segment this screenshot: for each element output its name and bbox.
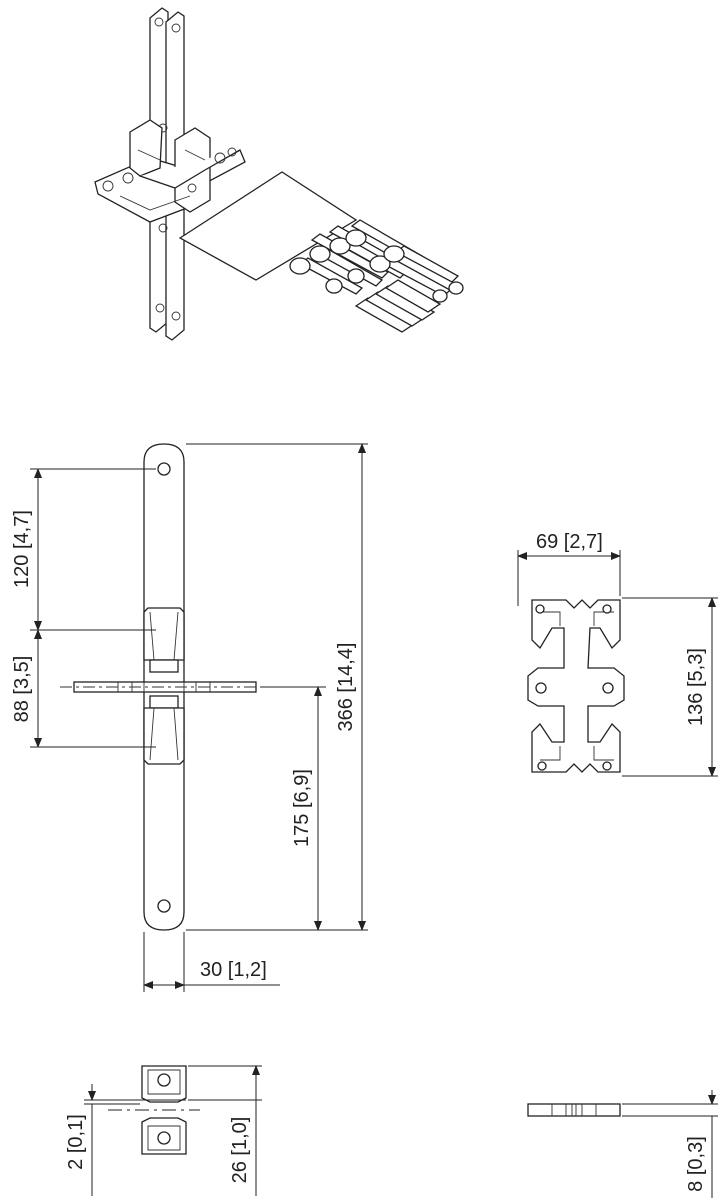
dim-8-mm: 8	[685, 1181, 707, 1192]
clamp-hole-br	[602, 761, 612, 771]
clamp-hole-tl	[535, 604, 545, 614]
svg-text:366 [14,4]: 366 [14,4]	[335, 643, 357, 732]
clamp-view: 69 [2,7] 136 [5,3]	[517, 531, 718, 777]
dim-69-mm: 69	[536, 531, 558, 553]
svg-text:26 [1,0]: 26 [1,0]	[229, 1117, 251, 1184]
svg-text:69 [2,7]: 69 [2,7]	[536, 531, 603, 553]
dim-88-mm: 88	[11, 700, 33, 722]
dim-30-mm: 30	[200, 959, 222, 981]
dim-175-inch: 6,9	[291, 775, 313, 803]
dim-2-inch: 0,1	[65, 1120, 87, 1148]
dim-120-mm: 120	[11, 555, 33, 588]
plate-edge	[527, 1103, 621, 1117]
front-hole-bottom	[157, 899, 171, 913]
dim-2-mm: 2	[65, 1159, 87, 1170]
dim-88-inch: 3,5	[11, 661, 33, 689]
dim-30-inch: 1,2	[233, 959, 261, 981]
svg-text:88 [3,5]: 88 [3,5]	[11, 656, 33, 723]
dim-26-mm: 26	[229, 1161, 251, 1183]
clamp-hole-mr	[602, 682, 614, 694]
svg-text:120 [4,7]: 120 [4,7]	[11, 510, 33, 588]
svg-text:136 [5,3]: 136 [5,3]	[685, 648, 707, 726]
isometric-straps	[149, 7, 185, 341]
front-hole-top	[157, 462, 171, 476]
svg-text:30 [1,2]: 30 [1,2]	[200, 959, 267, 981]
dim-26-inch: 1,0	[229, 1122, 251, 1150]
svg-text:175 [6,9]: 175 [6,9]	[291, 769, 313, 847]
plate-edge-view: 8 [0,3]	[527, 1090, 718, 1198]
clamp-hole-bl	[537, 761, 547, 771]
front-view: 120 [4,7] 88 [3,5] 366 [14,4] 175 [6,9] …	[11, 443, 368, 992]
dim-366-inch: 14,4	[335, 648, 357, 687]
svg-text:8 [0,3]: 8 [0,3]	[685, 1136, 707, 1192]
isometric-assembly-view	[94, 7, 464, 341]
clamp-hole-ml	[535, 682, 547, 694]
isometric-clamp	[94, 119, 246, 223]
dim-120-inch: 4,7	[11, 516, 33, 544]
dim-69-inch: 2,7	[569, 531, 597, 553]
dim-175-mm: 175	[291, 814, 313, 847]
dim-366-mm: 366	[335, 698, 357, 731]
clamp-outline	[527, 599, 625, 773]
dim-136-inch: 5,3	[685, 654, 707, 682]
isometric-bolts	[289, 219, 464, 333]
dim-8-inch: 0,3	[685, 1142, 707, 1170]
side-view: 2 [0,1] 26 [1,0]	[65, 1065, 262, 1196]
svg-text:2 [0,1]: 2 [0,1]	[65, 1114, 87, 1170]
dim-136-mm: 136	[685, 693, 707, 726]
clamp-hole-tr	[602, 604, 612, 614]
isometric-plate	[178, 171, 358, 281]
